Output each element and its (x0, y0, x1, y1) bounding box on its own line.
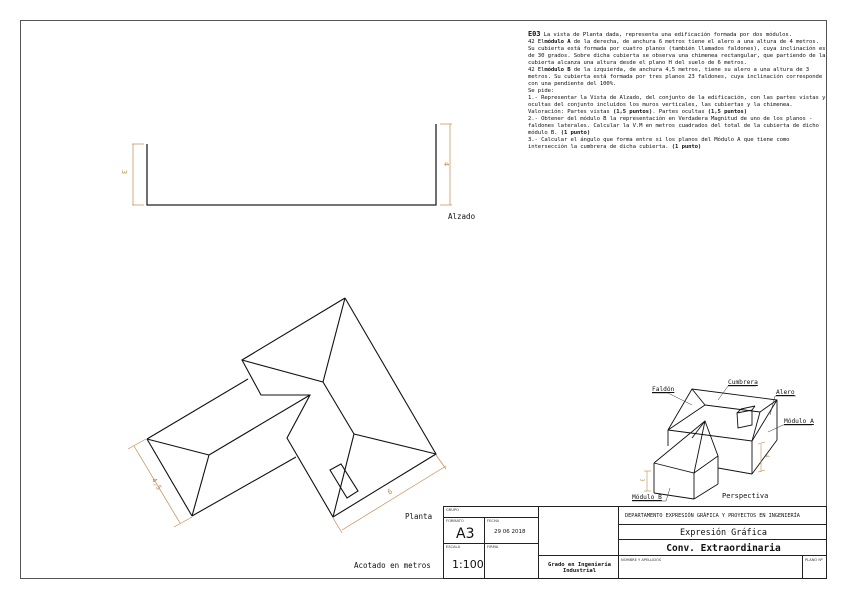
question-1: 1.- Representar la Vista de Alzado, del … (528, 95, 829, 108)
tb-formato: FORMATO A3 (443, 517, 485, 544)
perspective-dim-b: 3 (638, 478, 645, 482)
tb-subject: Expresión Gráfica (618, 524, 827, 540)
planta-dimensions (127, 438, 447, 534)
planta-label: Planta (405, 512, 433, 521)
tb-degree: Grado en Ingeniería Industrial (538, 555, 619, 579)
label-modulo-b: Módulo B (632, 494, 662, 501)
exercise-statement: E03 La vista de Planta dada, representa … (528, 30, 829, 151)
label-alero: Alero (776, 389, 795, 396)
label-faldon: Faldón (652, 386, 675, 393)
alzado-dimensions (132, 123, 452, 206)
tb-department: DEPARTAMENTO EXPRESIÓN GRÁFICA Y PROYECT… (618, 506, 827, 525)
question-2: 2.- Obtener del módulo B la representaci… (528, 116, 823, 136)
tb-firma: FIRMA (484, 543, 539, 579)
perspective-view (653, 388, 778, 500)
fecha-value: 29 06 2018 (494, 529, 526, 535)
label-modulo-a: Módulo A (784, 418, 814, 425)
escala-value: 1:100 (452, 558, 484, 571)
formato-value: A3 (456, 526, 475, 542)
perspective-dimensions (644, 441, 766, 492)
perspective-title: Perspectiva (722, 492, 769, 500)
alzado-label: Alzado (448, 212, 476, 221)
tb-nombre: NOMBRE Y APELLIDOS (618, 555, 803, 579)
label-cumbrera: Cumbrera (728, 379, 758, 386)
tb-fecha: FECHA 29 06 2018 (484, 517, 539, 544)
alzado-view (146, 124, 437, 206)
drawing-sheet-border (20, 20, 827, 579)
exercise-code: E03 (528, 30, 541, 38)
perspective-leaders (632, 385, 812, 502)
alzado-dim-right: 4 (442, 161, 451, 167)
planta-view (146, 297, 437, 518)
tb-plano: PLANO Nº (802, 555, 827, 579)
tb-logo (538, 506, 619, 556)
tb-exam: Conv. Extraordinaria (618, 539, 827, 556)
question-3: 3.- Calcular el ángulo que forma entre s… (528, 137, 793, 150)
units-note: Acotado en metros (354, 561, 431, 570)
alzado-dim-left: 3 (120, 169, 129, 175)
tb-escala: ESCALA 1:100 (443, 543, 485, 579)
perspective-dim-a: 4 (763, 454, 770, 458)
